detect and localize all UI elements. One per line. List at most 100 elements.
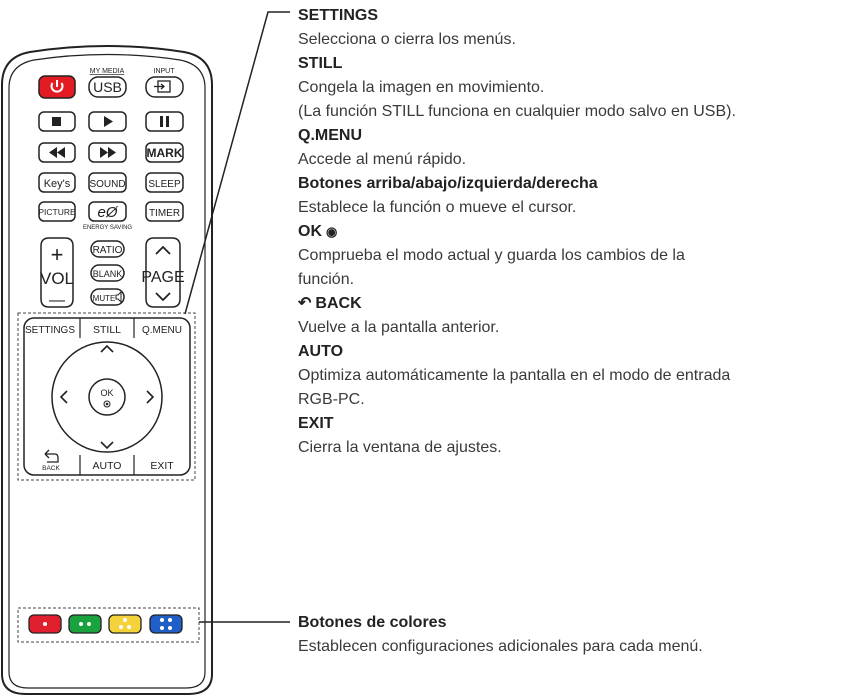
sleep-label: SLEEP [148, 179, 181, 190]
desc-title-back: BACK [315, 295, 362, 312]
desc-text-auto: Optimiza automáticamente la pantalla en … [298, 367, 731, 384]
desc-still: STILL Congela la imagen en movimiento. (… [298, 52, 850, 124]
blue-button[interactable] [149, 614, 183, 634]
color-buttons-text: Establecen configuraciones adicionales p… [298, 638, 703, 655]
desc-text-still-note: (La función STILL funciona en cualquier … [298, 103, 736, 120]
desc-auto: AUTO Optimiza automáticamente la pantall… [298, 340, 850, 412]
desc-settings: SETTINGS Selecciona o cierra los menús. [298, 4, 850, 52]
auto-button[interactable]: AUTO [93, 460, 122, 472]
input-caption: INPUT [154, 68, 176, 75]
ratio-button[interactable] [90, 240, 125, 258]
remote-inner-outline [8, 53, 206, 689]
back-button[interactable]: BACK [42, 465, 60, 472]
navigation-descriptions: SETTINGS Selecciona o cierra los menús. … [298, 4, 850, 460]
desc-text-arrows: Establece la función o mueve el cursor. [298, 199, 577, 216]
keys-button[interactable] [38, 172, 76, 193]
blank-label: BLANK [93, 269, 123, 279]
yellow-button[interactable] [108, 614, 142, 634]
blue-button-dot [168, 618, 172, 622]
vol-rocker[interactable] [40, 237, 74, 308]
blue-button-dot [160, 626, 164, 630]
desc-title-still: STILL [298, 55, 343, 72]
ok-dot-icon: ◉ [326, 224, 338, 239]
blue-button-dot [168, 626, 172, 630]
leader-line-navigation [184, 11, 290, 315]
desc-ok: OK ◉ Comprueba el modo actual y guarda lo… [298, 220, 850, 292]
vol-down-glyph: — [49, 292, 65, 309]
input-icon [154, 80, 171, 93]
desc-title-auto: AUTO [298, 343, 344, 360]
ok-dot-icon [103, 400, 111, 408]
vol-label: VOL [40, 269, 74, 288]
rewind-icon [49, 147, 65, 158]
arrow-up-icon [100, 344, 114, 353]
ok-button[interactable] [88, 378, 126, 416]
qmenu-button[interactable]: Q.MENU [142, 325, 182, 336]
desc-text-exit: Cierra la ventana de ajustes. [298, 439, 502, 456]
mark-label: MARK [147, 146, 183, 160]
blue-button-dot [160, 618, 164, 622]
page-label: PAGE [141, 269, 184, 286]
sound-button[interactable] [88, 172, 127, 193]
desc-text-auto-cont: RGB-PC. [298, 391, 365, 408]
mark-button[interactable] [145, 142, 184, 163]
color-buttons-group [28, 614, 183, 634]
back-arrow-icon: ↶ [298, 295, 312, 312]
desc-title-ok: OK [298, 223, 322, 240]
desc-title-ok-row: OK ◉ [298, 220, 850, 244]
desc-arrows: Botones arriba/abajo/izquierda/derecha E… [298, 172, 850, 220]
desc-title-settings: SETTINGS [298, 7, 379, 24]
color-buttons-description: Botones de colores Establecen configurac… [298, 611, 850, 659]
sound-label: SOUND [89, 179, 125, 190]
desc-title-exit: EXIT [298, 415, 334, 432]
still-button[interactable]: STILL [93, 324, 121, 336]
navigation-highlight [17, 312, 196, 481]
yellow-button-dot [119, 625, 123, 629]
picture-button[interactable] [38, 201, 76, 222]
arrow-left-icon [59, 390, 68, 404]
desc-text-settings: Selecciona o cierra los menús. [298, 31, 516, 48]
usb-label: USB [93, 79, 122, 95]
picture-label: PICTURE [38, 207, 76, 217]
usb-button[interactable] [88, 76, 127, 98]
color-buttons-title: Botones de colores [298, 614, 447, 631]
desc-qmenu: Q.MENU Accede al menú rápido. [298, 124, 850, 172]
ok-label: OK [100, 388, 113, 398]
yellow-button-dot [127, 625, 131, 629]
energy-saving-button[interactable] [88, 201, 127, 222]
settings-button[interactable]: SETTINGS [25, 325, 75, 336]
energy-saving-icon: eØ [97, 204, 118, 221]
yellow-button-dot [123, 618, 127, 622]
desc-text-qmenu: Accede al menú rápido. [298, 151, 467, 168]
desc-text-ok: Comprueba el modo actual y guarda los ca… [298, 247, 685, 264]
green-button-dot [79, 622, 83, 626]
arrow-down-icon [100, 441, 114, 450]
desc-back: ↶BACK Vuelve a la pantalla anterior. [298, 292, 850, 340]
fast-forward-icon [100, 147, 116, 158]
desc-text-ok-cont: función. [298, 271, 355, 288]
blank-button[interactable] [90, 264, 125, 282]
stop-icon [52, 117, 61, 126]
ratio-label: RATIO [93, 245, 123, 256]
vol-up-glyph: + [51, 242, 64, 267]
timer-button[interactable] [145, 201, 184, 222]
desc-title-qmenu: Q.MENU [298, 127, 362, 144]
mute-button[interactable] [90, 288, 125, 306]
mute-icon [115, 290, 122, 304]
mute-label: MUTE [93, 294, 116, 303]
keys-label: Key's [44, 178, 71, 190]
page-rocker[interactable] [145, 237, 181, 308]
page-down-icon [155, 292, 171, 302]
red-button-dot [43, 622, 47, 626]
arrow-right-icon [146, 390, 155, 404]
svg-text:eØ: eØ [97, 204, 118, 221]
pause-button[interactable] [145, 111, 184, 132]
green-button[interactable] [68, 614, 102, 634]
input-button[interactable] [145, 76, 184, 98]
green-button-dot [87, 622, 91, 626]
desc-title-back-row: ↶BACK [298, 292, 850, 316]
sleep-button[interactable] [145, 172, 184, 193]
desc-text-back: Vuelve a la pantalla anterior. [298, 319, 500, 336]
exit-button[interactable]: EXIT [150, 460, 174, 472]
play-icon [104, 116, 113, 127]
